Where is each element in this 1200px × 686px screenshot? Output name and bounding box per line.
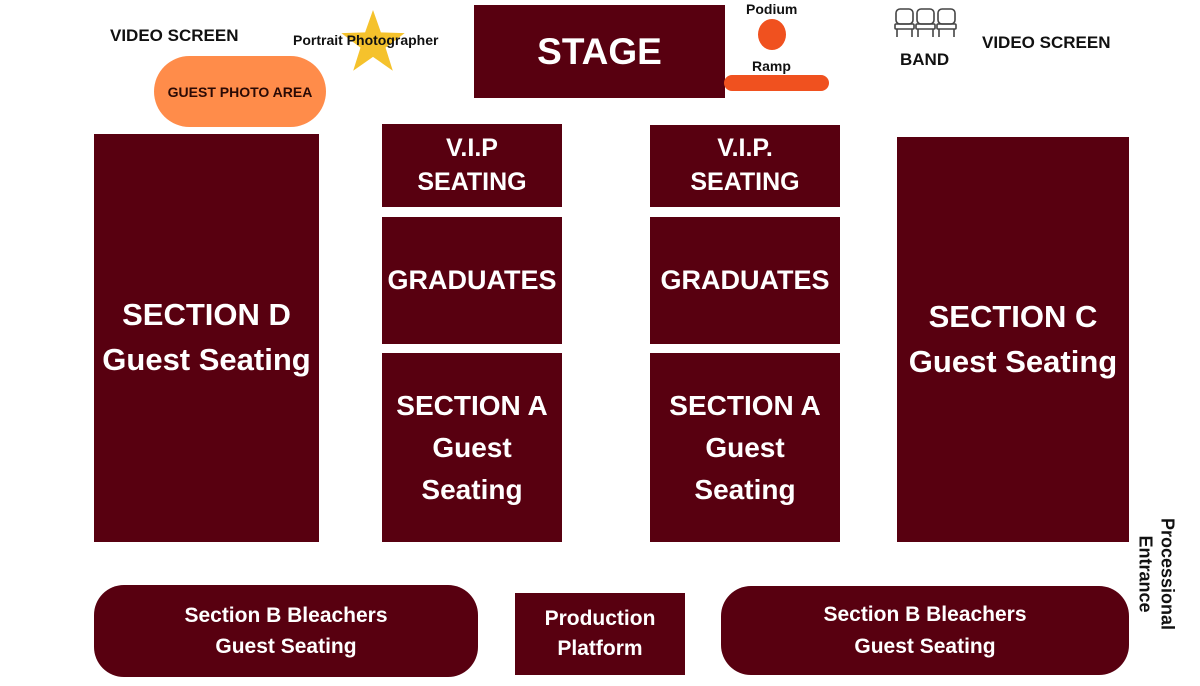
ramp: [724, 75, 829, 91]
graduates-left: GRADUATES: [382, 217, 562, 344]
portrait-photographer-label: Portrait Photographer: [293, 32, 439, 48]
bleachers-left: Section B Bleachers Guest Seating: [94, 585, 478, 677]
bleachers-left-line2: Guest Seating: [215, 635, 357, 658]
video-screen-right-label: VIDEO SCREEN: [982, 33, 1111, 52]
bleachers-right: Section B Bleachers Guest Seating: [721, 586, 1129, 675]
chairs-icon: [894, 8, 957, 37]
podium-label: Podium: [746, 1, 798, 17]
section-d: SECTION D Guest Seating: [94, 134, 319, 542]
graduates-right: GRADUATES: [650, 217, 840, 344]
section-c-subtitle: Guest Seating: [908, 343, 1118, 379]
processional-line1: Processional: [1157, 517, 1178, 631]
processional-entrance-label: Processional Entrance: [1131, 510, 1181, 638]
bleachers-right-line1: Section B Bleachers: [823, 603, 1027, 626]
stage: STAGE: [474, 5, 725, 98]
band-label: BAND: [900, 50, 950, 69]
graduates-left-label: GRADUATES: [387, 265, 557, 295]
ramp-label: Ramp: [752, 58, 791, 74]
graduates-right-label: GRADUATES: [660, 265, 830, 295]
section-d-subtitle: Guest Seating: [102, 342, 311, 377]
star-icon: [341, 9, 405, 71]
production-platform-line1: Production: [544, 606, 656, 630]
vip-seating-left: V.I.P SEATING: [382, 124, 562, 207]
section-a-right-line1: SECTION A: [669, 389, 821, 421]
section-c-title: SECTION C: [928, 298, 1098, 334]
vip-right-line2: SEATING: [690, 168, 800, 196]
section-a-right: SECTION A Guest Seating: [650, 353, 840, 542]
bleachers-left-line1: Section B Bleachers: [184, 603, 388, 627]
vip-right-line1: V.I.P.: [717, 134, 773, 163]
processional-line2: Entrance: [1136, 535, 1156, 613]
section-a-left-line2: Guest: [432, 431, 512, 463]
stage-label: STAGE: [537, 30, 662, 72]
production-platform-line2: Platform: [557, 637, 643, 660]
section-d-title: SECTION D: [122, 297, 291, 333]
section-a-left: SECTION A Guest Seating: [382, 353, 562, 542]
section-a-right-line3: Seating: [694, 473, 796, 505]
section-a-right-line2: Guest: [705, 431, 785, 463]
vip-left-line1: V.I.P: [446, 133, 498, 162]
vip-seating-right: V.I.P. SEATING: [650, 125, 840, 207]
section-a-left-line3: Seating: [421, 473, 523, 505]
video-screen-left-label: VIDEO SCREEN: [110, 26, 239, 45]
vip-left-line2: SEATING: [417, 167, 527, 196]
podium-icon: [758, 19, 786, 50]
production-platform: Production Platform: [515, 593, 685, 675]
section-c: SECTION C Guest Seating: [897, 137, 1129, 542]
bleachers-right-line2: Guest Seating: [854, 634, 996, 658]
guest-photo-area: GUEST PHOTO AREA: [154, 56, 326, 127]
section-a-left-line1: SECTION A: [396, 389, 548, 421]
guest-photo-area-label: GUEST PHOTO AREA: [167, 83, 313, 100]
